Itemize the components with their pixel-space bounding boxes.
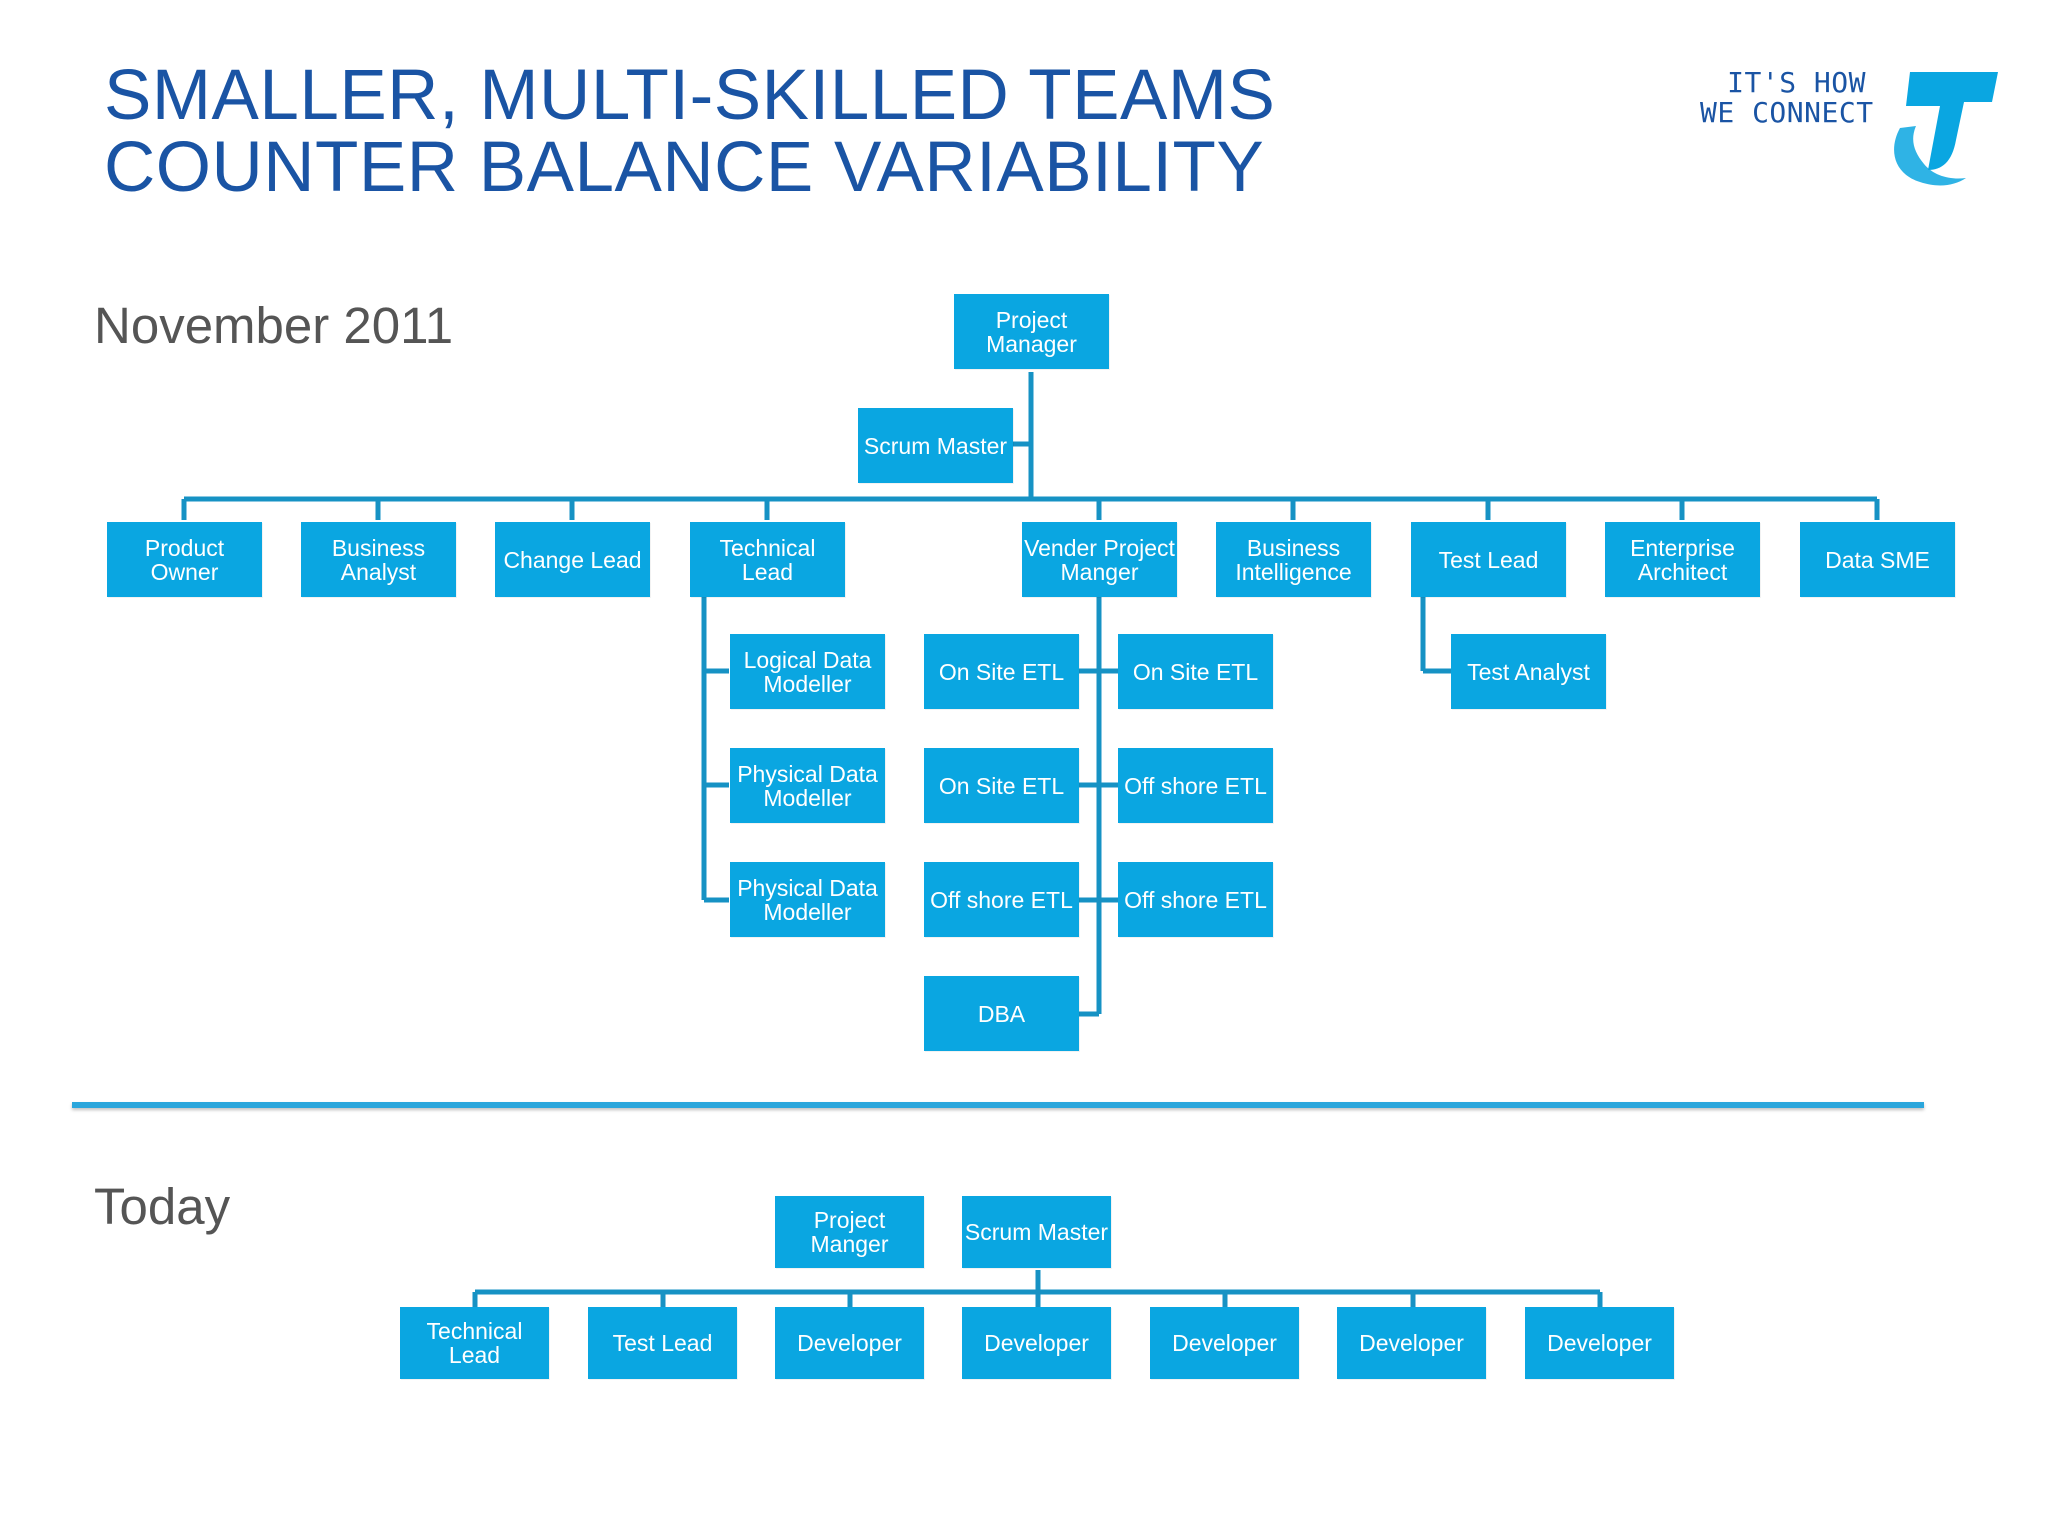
node-business-intelligence: Business Intelligence bbox=[1216, 522, 1371, 597]
node-on-site-etl-2: On Site ETL bbox=[924, 748, 1079, 823]
node-vender-project-manger: Vender Project Manger bbox=[1022, 522, 1177, 597]
node-business-analyst: Business Analyst bbox=[301, 522, 456, 597]
node-enterprise-architect: Enterprise Architect bbox=[1605, 522, 1760, 597]
node-off-shore-etl-2: Off shore ETL bbox=[1118, 748, 1273, 823]
title-line-2: COUNTER BALANCE VARIABILITY bbox=[104, 128, 1265, 207]
node-on-site-etl-3: On Site ETL bbox=[1118, 634, 1273, 709]
section-divider bbox=[72, 1102, 1924, 1108]
node-project-manager: Project Manager bbox=[954, 294, 1109, 369]
telstra-logo: IT'S HOW WE CONNECT bbox=[1700, 64, 2020, 204]
node-technical-lead: Technical Lead bbox=[690, 522, 845, 597]
node-today-developer-5: Developer bbox=[1525, 1307, 1674, 1379]
node-today-project-manger: Project Manger bbox=[775, 1196, 924, 1268]
node-physical-data-modeller-1: Physical Data Modeller bbox=[730, 748, 885, 823]
node-on-site-etl-1: On Site ETL bbox=[924, 634, 1079, 709]
node-today-scrum-master: Scrum Master bbox=[962, 1196, 1111, 1268]
node-product-owner: Product Owner bbox=[107, 522, 262, 597]
node-off-shore-etl-1: Off shore ETL bbox=[924, 862, 1079, 937]
node-today-developer-2: Developer bbox=[962, 1307, 1111, 1379]
node-change-lead: Change Lead bbox=[495, 522, 650, 597]
node-test-lead: Test Lead bbox=[1411, 522, 1566, 597]
section-label-november-2011: November 2011 bbox=[94, 297, 454, 354]
node-dba: DBA bbox=[924, 976, 1079, 1051]
node-physical-data-modeller-2: Physical Data Modeller bbox=[730, 862, 885, 937]
logo-tagline-line-2: WE CONNECT bbox=[1700, 96, 1874, 129]
node-off-shore-etl-3: Off shore ETL bbox=[1118, 862, 1273, 937]
slide-title: SMALLER, MULTI-SKILLED TEAMS COUNTER BAL… bbox=[104, 60, 1275, 204]
node-logical-data-modeller: Logical Data Modeller bbox=[730, 634, 885, 709]
node-today-test-lead: Test Lead bbox=[588, 1307, 737, 1379]
node-data-sme: Data SME bbox=[1800, 522, 1955, 597]
node-today-developer-1: Developer bbox=[775, 1307, 924, 1379]
node-today-developer-4: Developer bbox=[1337, 1307, 1486, 1379]
title-line-1: SMALLER, MULTI-SKILLED TEAMS bbox=[104, 56, 1276, 135]
node-today-technical-lead: Technical Lead bbox=[400, 1307, 549, 1379]
node-test-analyst: Test Analyst bbox=[1451, 634, 1606, 709]
logo-tagline: IT'S HOW WE CONNECT bbox=[1700, 66, 1874, 129]
section-label-today: Today bbox=[94, 1178, 231, 1235]
logo-tagline-line-1: IT'S HOW bbox=[1727, 66, 1866, 99]
node-scrum-master: Scrum Master bbox=[858, 408, 1013, 483]
telstra-t-icon bbox=[1894, 72, 1998, 186]
node-today-developer-3: Developer bbox=[1150, 1307, 1299, 1379]
